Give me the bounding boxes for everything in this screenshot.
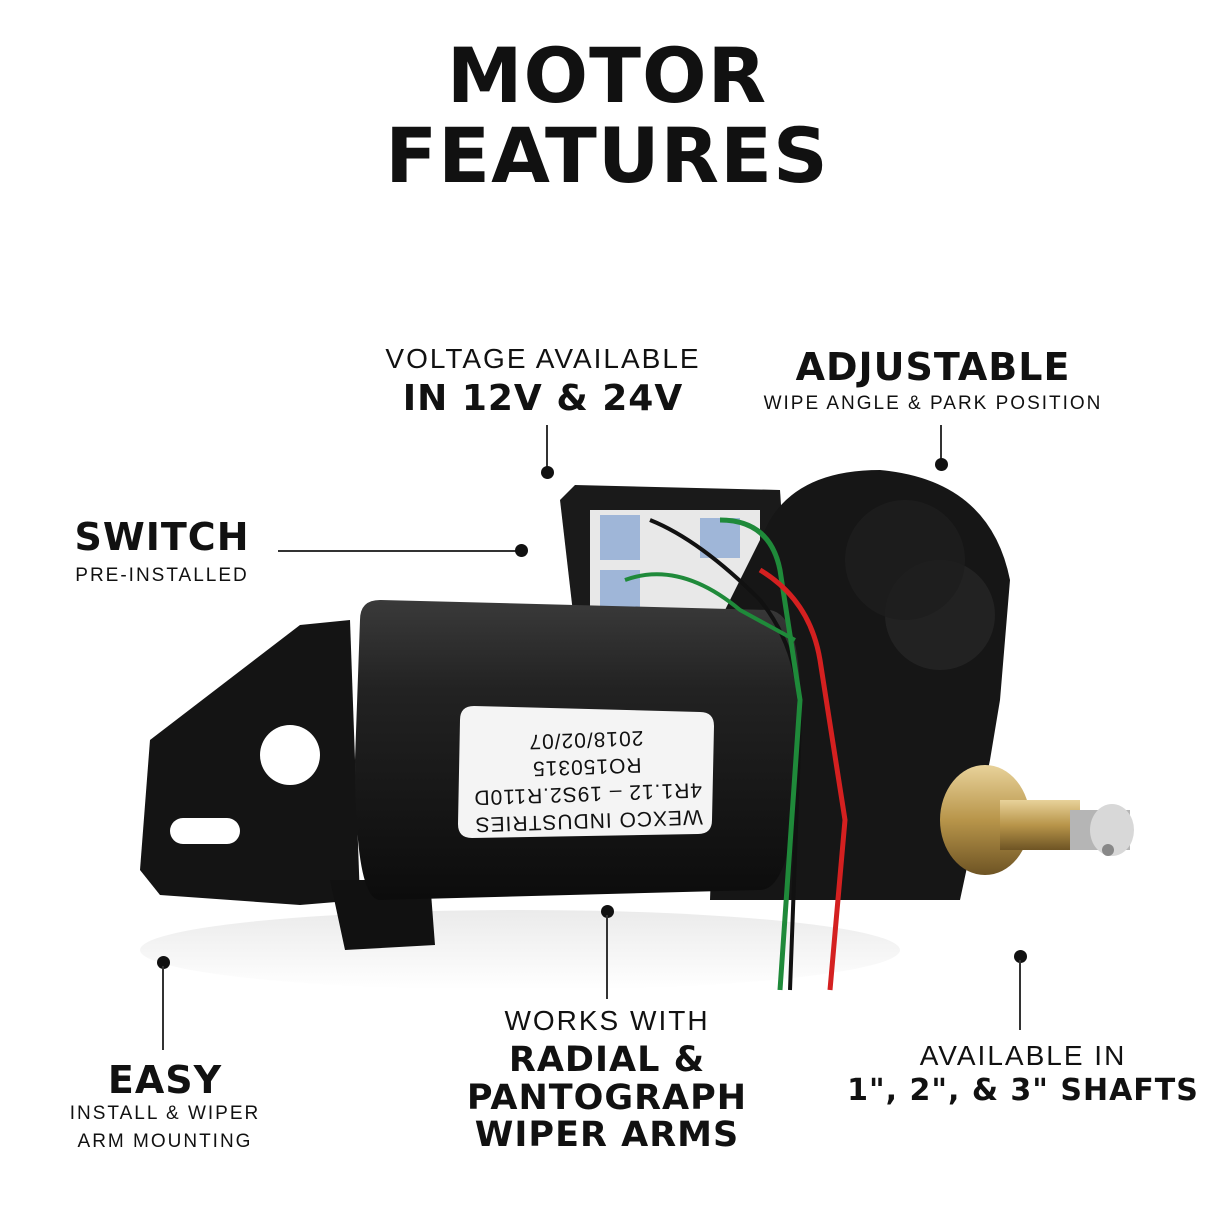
adjustable-headline: ADJUSTABLE <box>795 345 1071 389</box>
easy-headline: EASY <box>107 1058 223 1102</box>
title-line-2: FEATURES <box>385 111 829 200</box>
voltage-callout-line <box>546 425 548 467</box>
works-with-line-2: PANTOGRAPH <box>466 1078 748 1118</box>
works-with-callout-dot <box>601 905 614 918</box>
works-with-line-3: WIPER ARMS <box>474 1115 740 1155</box>
bracket-hole <box>260 725 320 785</box>
voltage-callout-dot <box>541 466 554 479</box>
easy-caption-line-2: ARM MOUNTING <box>77 1131 253 1152</box>
easy-callout-line <box>162 966 164 1050</box>
shafts-callout-line <box>1019 960 1021 1030</box>
easy-callout-dot <box>157 956 170 969</box>
switch-headline: SWITCH <box>74 515 250 559</box>
motor-label: WEXCO INDUSTRIES 4R1.12 – 19S2.R110D RO1… <box>460 708 714 839</box>
switch-callout-line <box>278 550 518 552</box>
works-with-caption: WORKS WITH <box>504 1005 710 1036</box>
adjustable-caption: WIPE ANGLE & PARK POSITION <box>763 393 1103 414</box>
voltage-caption: VOLTAGE AVAILABLE <box>385 343 701 374</box>
reflection <box>140 910 900 990</box>
works-with-line-1: RADIAL & <box>508 1040 706 1080</box>
easy-caption-line-1: INSTALL & WIPER <box>69 1103 261 1124</box>
works-with-callout-line <box>606 915 608 999</box>
green-wire <box>719 517 803 991</box>
shafts-caption: AVAILABLE IN <box>919 1040 1127 1071</box>
switch-callout-dot <box>515 544 528 557</box>
motor-label-plate <box>458 706 714 838</box>
adjustable-callout-dot <box>935 458 948 471</box>
switch-caption: PRE-INSTALLED <box>75 565 249 586</box>
voltage-headline: IN 12V & 24V <box>402 378 684 419</box>
bracket-slot <box>170 818 240 844</box>
red-wire <box>758 567 848 991</box>
shafts-callout-dot <box>1014 950 1027 963</box>
shafts-headline: 1", 2", & 3" SHAFTS <box>847 1073 1199 1108</box>
mounting-bracket <box>140 620 360 905</box>
title-line-1: MOTOR <box>446 31 768 120</box>
adjustable-callout-line <box>940 425 942 460</box>
